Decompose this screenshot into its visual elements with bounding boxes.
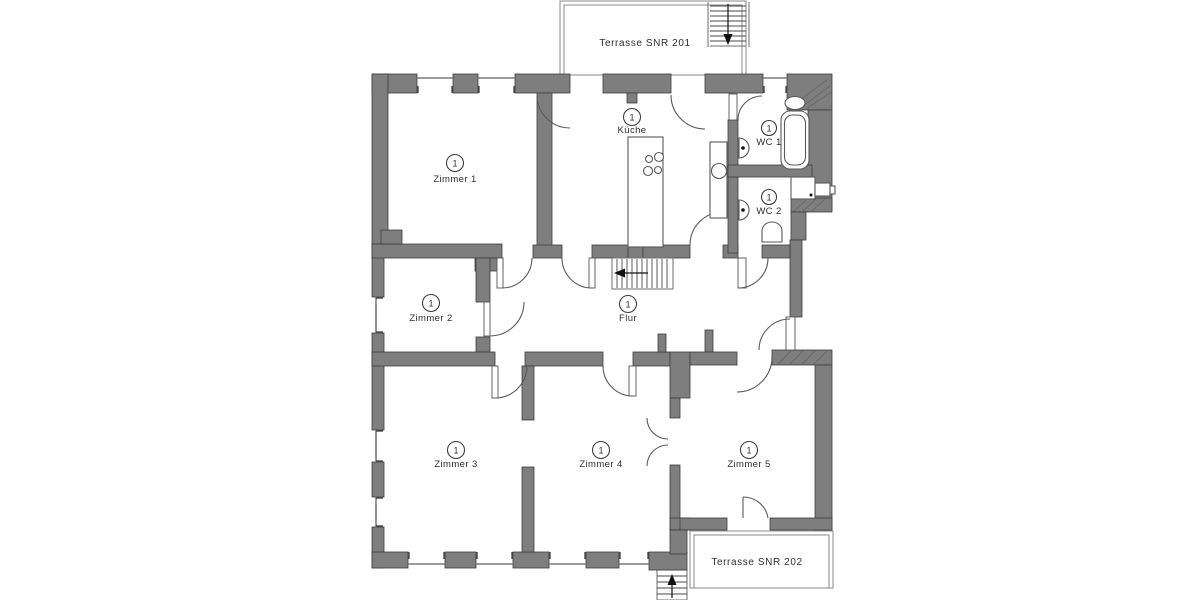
- kitchen-counter-sink: [709, 141, 728, 219]
- wc1-fixtures: [738, 95, 810, 170]
- zimmer4-door: [602, 365, 634, 397]
- svg-text:Zimmer 3: Zimmer 3: [434, 459, 477, 470]
- main-staircase: [611, 257, 674, 290]
- wc2-door-leaf: [737, 257, 747, 289]
- stairs-up-arrow-icon: [667, 574, 677, 598]
- svg-text:Zimmer 5: Zimmer 5: [727, 459, 770, 470]
- zimmer2-door-leaf: [483, 301, 491, 337]
- terrace-202-label: Terrasse SNR 202: [711, 557, 802, 568]
- svg-text:WC 2: WC 2: [756, 206, 781, 217]
- terrace-snr-202: [689, 530, 834, 589]
- zimmer3-door-leaf: [491, 365, 499, 399]
- svg-text:Zimmer 2: Zimmer 2: [409, 313, 452, 324]
- round-sink-icon: [710, 162, 728, 180]
- svg-text:1: 1: [428, 299, 433, 309]
- zimmer2-door: [489, 301, 525, 337]
- svg-text:Zimmer 1: Zimmer 1: [433, 174, 476, 185]
- zimmer4-door-leaf: [628, 365, 637, 397]
- sink-icon: [784, 95, 806, 111]
- flur-east-door: [758, 318, 791, 351]
- svg-text:1: 1: [598, 446, 603, 456]
- terrace-202-stairs: [656, 569, 688, 600]
- svg-text:Küche: Küche: [618, 125, 647, 136]
- sink-icon: [761, 221, 783, 243]
- zimmer4-zimmer5-double-door-upper: [646, 417, 669, 440]
- svg-text:1: 1: [625, 300, 630, 310]
- label-zimmer5: 1 Zimmer 5: [727, 440, 770, 470]
- svg-text:1: 1: [452, 159, 457, 169]
- svg-text:Zimmer 4: Zimmer 4: [579, 459, 622, 470]
- svg-text:1: 1: [746, 446, 751, 456]
- svg-text:1: 1: [453, 446, 458, 456]
- terrace-door-kueche-right: [670, 94, 706, 130]
- svg-text:1: 1: [766, 193, 771, 203]
- zimmer5-entry-door: [736, 356, 773, 393]
- kueche-door-leaf: [588, 257, 596, 289]
- wc2-fixtures: [738, 176, 836, 243]
- stairs-down-arrow-icon: [723, 4, 733, 45]
- label-wc2: 1 WC 2: [756, 188, 781, 217]
- terrace-201-stairs: [707, 2, 750, 47]
- kitchen-island: [627, 136, 665, 248]
- label-flur: 1 Flur: [618, 294, 638, 324]
- terrace-door-kueche-left: [536, 94, 571, 129]
- wc1-door: [737, 95, 763, 121]
- terrace-201-label: Terrasse SNR 201: [599, 38, 690, 49]
- zimmer1-door-leaf: [496, 257, 504, 289]
- zimmer1-door: [501, 257, 533, 289]
- svg-text:Flur: Flur: [619, 313, 637, 324]
- label-wc1: 1 WC 1: [756, 119, 781, 148]
- label-zimmer1: 1 Zimmer 1: [433, 153, 476, 185]
- interior-walls: [371, 92, 833, 555]
- stairs-left-arrow-icon: [614, 268, 648, 278]
- cooktop-burners-icon: [642, 151, 665, 177]
- kueche-door: [561, 257, 593, 289]
- zimmer4-zimmer5-double-door-lower: [646, 444, 669, 467]
- flur-east-door-leaf: [785, 316, 796, 351]
- svg-text:1: 1: [766, 124, 771, 134]
- label-zimmer3: 1 Zimmer 3: [434, 440, 477, 470]
- doors: [483, 93, 796, 519]
- wc2-door: [737, 257, 769, 289]
- label-zimmer2: 1 Zimmer 2: [409, 293, 452, 324]
- wall-niche: [814, 182, 831, 197]
- windows: [375, 77, 787, 565]
- zimmer5-terrace-door: [742, 496, 769, 519]
- svg-text:1: 1: [629, 113, 634, 123]
- label-kueche: 1 Küche: [618, 107, 647, 136]
- wc1-door-leaf: [728, 93, 738, 121]
- zimmer3-door: [494, 365, 528, 399]
- svg-text:WC 1: WC 1: [756, 137, 781, 148]
- label-zimmer4: 1 Zimmer 4: [579, 440, 622, 470]
- room-labels: Terrasse SNR 201 Terrasse SNR 202 1 Zimm…: [409, 38, 802, 568]
- exterior-walls: [371, 73, 833, 571]
